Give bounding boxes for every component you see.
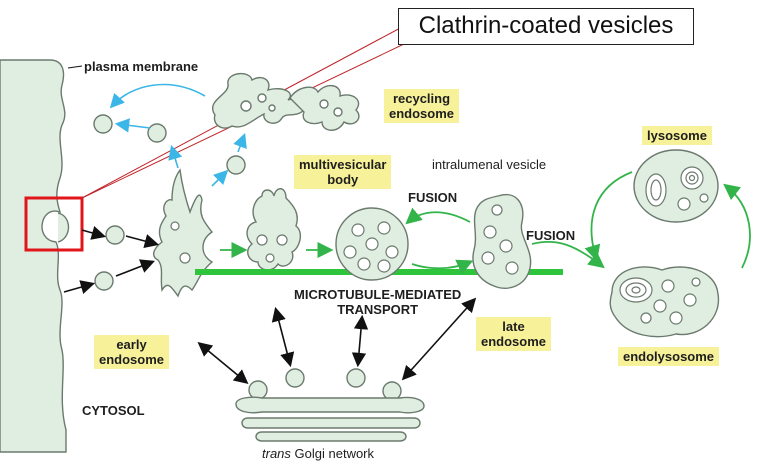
fusion-arrow <box>411 259 474 275</box>
vesicle <box>248 380 268 400</box>
label-mvb-line1: multivesicular <box>299 157 387 172</box>
label-fusion-2: FUSION <box>526 228 576 243</box>
recycle-arrow <box>168 144 183 169</box>
clathrin-callout-box: Clathrin-coated vesicles <box>398 8 694 45</box>
label-golgi-rest: Golgi network <box>294 446 375 461</box>
label-recycling-line1: recycling <box>392 91 451 106</box>
vesicle <box>346 368 366 388</box>
vesicle <box>147 123 167 143</box>
vesicle <box>285 368 305 388</box>
label-multivesicular-body: multivesicular body <box>294 155 392 189</box>
endocytosis-arrow <box>125 234 160 249</box>
label-late-endosome: late endosome <box>476 317 552 351</box>
label-mvb-line2: body <box>327 172 359 187</box>
cycle-arrow <box>584 171 633 262</box>
recycle-arrow <box>211 169 229 187</box>
plasma-membrane <box>0 59 67 453</box>
label-golgi-trans: trans <box>262 446 291 461</box>
endocytosis-arrow <box>63 280 96 294</box>
label-late-line1: late <box>502 319 525 334</box>
vesicle <box>226 155 246 175</box>
label-trans-golgi-network: trans Golgi network <box>262 446 374 461</box>
label-cytosol: CYTOSOL <box>82 403 145 418</box>
label-mt-line2: TRANSPORT <box>337 302 419 317</box>
vesicle <box>105 225 125 245</box>
golgi-exchange-arrow <box>197 341 249 385</box>
label-endolysosome: endolysosome <box>618 347 720 366</box>
golgi-exchange-arrow <box>271 306 295 368</box>
label-recycling-line2: endosome <box>389 106 455 121</box>
fusion-arrow <box>531 240 605 269</box>
recycle-arrow <box>109 83 206 109</box>
label-lysosome: lysosome <box>642 126 712 145</box>
vesicle <box>93 114 113 134</box>
label-early-line1: early <box>116 337 147 352</box>
golgi-exchange-arrow <box>351 314 369 368</box>
label-mt-line1: MICROTUBULE-MEDIATED <box>294 287 462 302</box>
vesicles <box>93 114 402 401</box>
label-microtubule-transport: MICROTUBULE-MEDIATED TRANSPORT <box>294 287 461 317</box>
trans-golgi-network <box>235 396 425 442</box>
golgi-exchange-arrow <box>401 297 477 381</box>
fusion-arrow <box>405 207 471 225</box>
vesicle <box>94 271 114 291</box>
early-endosome <box>152 168 214 298</box>
label-fusion-1: FUSION <box>408 190 458 205</box>
endocytosis-arrow <box>81 226 107 240</box>
maturing-endosome <box>246 188 302 271</box>
label-early-line2: endosome <box>99 352 165 367</box>
cycle-arrow <box>723 183 751 269</box>
label-late-line2: endosome <box>481 334 547 349</box>
label-plasma-membrane: plasma membrane <box>84 59 199 74</box>
recycle-arrow <box>233 133 247 153</box>
label-early-endosome: early endosome <box>94 335 170 369</box>
label-recycling-endosome: recycling endosome <box>384 89 460 123</box>
recycling-endosome <box>212 73 360 131</box>
clathrin-highlight-box <box>24 196 84 252</box>
label-intralumenal-vesicle: intralumenal vesicle <box>432 157 547 172</box>
endocytosis-arrow <box>115 259 155 277</box>
recycle-arrow <box>114 118 151 133</box>
